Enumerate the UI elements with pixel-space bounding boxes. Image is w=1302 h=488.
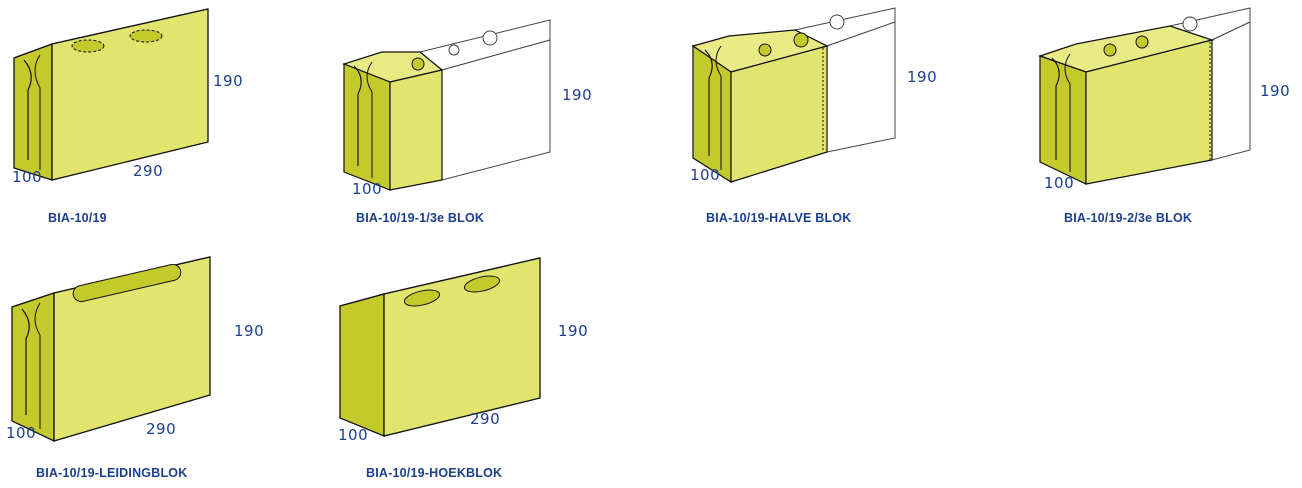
block-5-caption: BIA-10/19-LEIDINGBLOK: [36, 466, 188, 480]
block-1-length: 290: [133, 162, 164, 180]
block-bia-10-19-leidingblok-drawing: [11, 256, 211, 443]
block-4-caption: BIA-10/19-2/3e BLOK: [1064, 211, 1193, 225]
block-6-caption: BIA-10/19-HOEKBLOK: [366, 466, 503, 480]
block-bia-10-19-drawing: [13, 8, 209, 181]
block-2-width: 100: [352, 180, 383, 198]
block-6-length: 290: [470, 410, 501, 428]
block-2-caption: BIA-10/19-1/3e BLOK: [356, 211, 485, 225]
block-3-caption: BIA-10/19-HALVE BLOK: [706, 211, 852, 225]
block-bia-10-19-1-3e-drawing: [342, 19, 551, 191]
block-2-height: 190: [562, 86, 593, 104]
block-1-height: 190: [213, 72, 244, 90]
block-5-width: 100: [6, 424, 37, 442]
block-3-height: 190: [907, 68, 938, 86]
block-bia-10-19-hoekblok-drawing: [339, 257, 541, 437]
block-bia-10-19-2-3e-drawing: [1038, 7, 1251, 185]
block-5-height: 190: [234, 322, 265, 340]
block-4-height: 190: [1260, 82, 1291, 100]
block-5-length: 290: [146, 420, 177, 438]
block-6-width: 100: [338, 426, 369, 444]
block-bia-10-19-halve-drawing: [691, 7, 896, 184]
block-1-width: 100: [12, 168, 43, 186]
block-1-caption: BIA-10/19: [48, 211, 107, 225]
block-6-height: 190: [558, 322, 589, 340]
block-3-width: 100: [690, 166, 721, 184]
block-4-width: 100: [1044, 174, 1075, 192]
